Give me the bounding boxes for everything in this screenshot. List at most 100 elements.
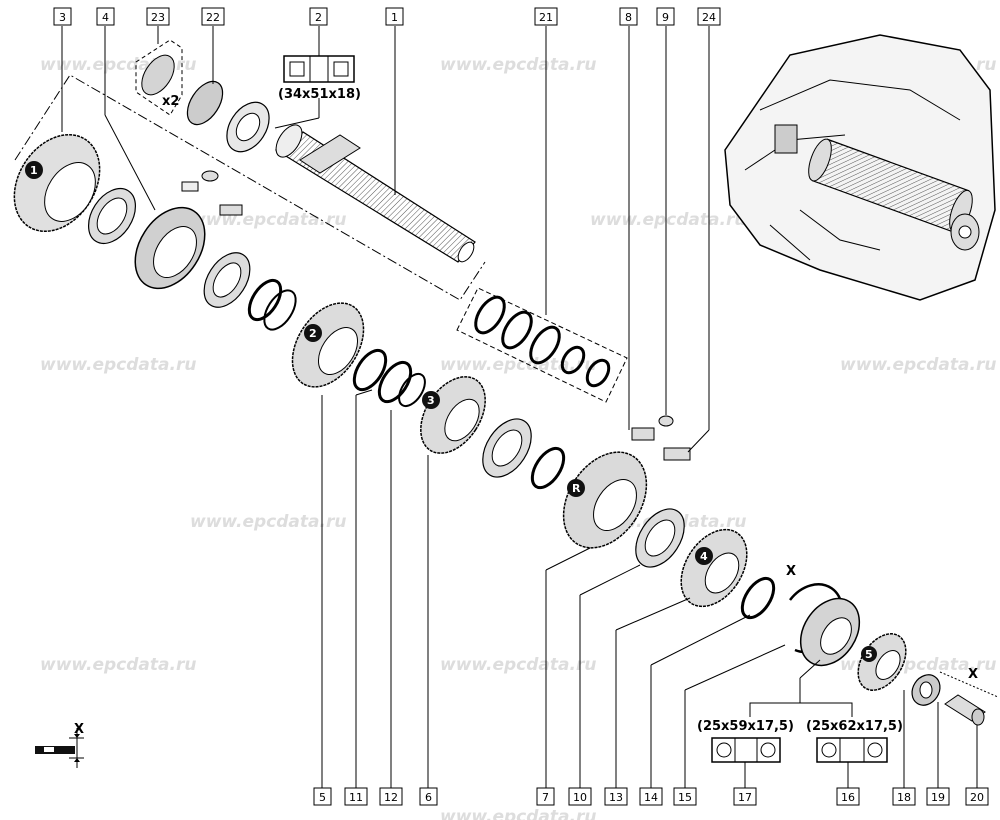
callout-18: 18 bbox=[892, 787, 916, 806]
marker-x-lower: X bbox=[968, 667, 978, 682]
svg-text:16: 16 bbox=[841, 791, 855, 804]
svg-text:12: 12 bbox=[384, 791, 398, 804]
gear-5: 5 bbox=[857, 633, 907, 691]
gear-3: 3 bbox=[420, 376, 486, 454]
callout-12: 12 bbox=[379, 787, 403, 806]
assembly-axis bbox=[14, 74, 486, 301]
watermark: www.epcdata.ru bbox=[440, 355, 596, 375]
svg-text:19: 19 bbox=[931, 791, 945, 804]
leader-17-16-bracket bbox=[749, 702, 853, 717]
gear-mark-3: 3 bbox=[427, 394, 435, 407]
callout-21: 21 bbox=[534, 7, 558, 26]
watermark: www.epcdata.ru bbox=[440, 655, 596, 675]
callout-16: 16 bbox=[836, 787, 860, 806]
svg-text:21: 21 bbox=[539, 11, 553, 24]
part-11-ring bbox=[352, 348, 388, 392]
circlip bbox=[247, 278, 283, 322]
gear-reverse: R bbox=[562, 451, 648, 549]
svg-text:13: 13 bbox=[609, 791, 623, 804]
callout-11: 11 bbox=[344, 787, 368, 806]
gear-mark-1: 1 bbox=[30, 164, 38, 177]
dimension-part-16: (25x62x17,5) bbox=[806, 719, 903, 734]
svg-text:2: 2 bbox=[315, 11, 322, 24]
callout-19: 19 bbox=[926, 787, 950, 806]
watermark: www.epcdata.ru bbox=[40, 655, 196, 675]
callout-8: 8 bbox=[619, 7, 638, 26]
callout-4: 4 bbox=[96, 7, 115, 26]
callout-15: 15 bbox=[673, 787, 697, 806]
gear-2: 2 bbox=[291, 302, 365, 388]
bearing-symbol-part-17 bbox=[711, 737, 781, 763]
callout-24: 24 bbox=[697, 7, 721, 26]
gear-1: 1 bbox=[13, 133, 101, 233]
svg-text:8: 8 bbox=[625, 11, 632, 24]
callout-6: 6 bbox=[419, 787, 438, 806]
gear-mark-2: 2 bbox=[309, 327, 317, 340]
callout-3: 3 bbox=[53, 7, 72, 26]
gear-mark-R: R bbox=[572, 482, 581, 495]
watermark-layer: www.epcdata.ru www.epcdata.ru www.epcdat… bbox=[40, 55, 996, 820]
svg-text:9: 9 bbox=[662, 11, 669, 24]
svg-text:11: 11 bbox=[349, 791, 363, 804]
callout-22: 22 bbox=[201, 7, 225, 26]
watermark: www.epcdata.ru bbox=[840, 355, 996, 375]
svg-text:22: 22 bbox=[206, 11, 220, 24]
gear-mark-4: 4 bbox=[700, 550, 708, 563]
callout-5: 5 bbox=[313, 787, 332, 806]
svg-text:15: 15 bbox=[678, 791, 692, 804]
multiplier-label: x2 bbox=[162, 94, 179, 109]
part-8-key bbox=[631, 427, 655, 441]
input-shaft bbox=[274, 124, 476, 263]
svg-text:14: 14 bbox=[644, 791, 658, 804]
legend-x-label: X bbox=[74, 722, 84, 737]
svg-text:7: 7 bbox=[542, 791, 549, 804]
part-14-ring bbox=[740, 576, 776, 620]
callout-7: 7 bbox=[536, 787, 555, 806]
torque-legend-icon bbox=[35, 728, 84, 768]
leader-lines bbox=[61, 26, 978, 788]
shim-part-23 bbox=[141, 54, 175, 96]
watermark: www.epcdata.ru bbox=[40, 355, 196, 375]
watermark: www.epcdata.ru bbox=[190, 512, 346, 532]
watermark: www.epcdata.ru bbox=[440, 807, 596, 820]
callout-2: 2 bbox=[309, 7, 328, 26]
watermark: www.epcdata.ru bbox=[440, 55, 596, 75]
callout-17: 17 bbox=[733, 787, 757, 806]
dimension-part-17: (25x59x17,5) bbox=[697, 719, 794, 734]
svg-text:23: 23 bbox=[151, 11, 165, 24]
svg-text:4: 4 bbox=[102, 11, 109, 24]
part-21-group-box bbox=[456, 287, 628, 403]
part-9-spring bbox=[658, 415, 674, 427]
svg-text:10: 10 bbox=[573, 791, 587, 804]
watermark: www.epcdata.ru bbox=[190, 210, 346, 230]
svg-text:6: 6 bbox=[425, 791, 432, 804]
callout-13: 13 bbox=[604, 787, 628, 806]
dimension-part-2: (34x51x18) bbox=[278, 87, 361, 102]
synchro-hub-part-4 bbox=[134, 206, 206, 290]
svg-text:17: 17 bbox=[738, 791, 752, 804]
callout-20: 20 bbox=[965, 787, 989, 806]
gear-4: 4 bbox=[680, 528, 748, 608]
gear-mark-5: 5 bbox=[865, 648, 873, 661]
bearing-part-2 bbox=[226, 101, 270, 153]
nut-part-19 bbox=[911, 674, 941, 706]
callout-9: 9 bbox=[656, 7, 675, 26]
part-24-clip bbox=[663, 447, 691, 461]
gearbox-housing-illustration bbox=[724, 34, 996, 301]
bearing-symbol-part-16 bbox=[816, 737, 888, 763]
svg-text:3: 3 bbox=[59, 11, 66, 24]
svg-text:1: 1 bbox=[391, 11, 398, 24]
svg-text:24: 24 bbox=[702, 11, 716, 24]
callout-23: 23 bbox=[146, 7, 170, 26]
svg-text:18: 18 bbox=[897, 791, 911, 804]
bearing-symbol-part-2 bbox=[283, 55, 355, 83]
shim-part-22 bbox=[186, 80, 224, 126]
callout-10: 10 bbox=[568, 787, 592, 806]
svg-text:20: 20 bbox=[970, 791, 984, 804]
spacer-set-part-21 bbox=[474, 295, 611, 388]
part-23-group-box bbox=[135, 39, 183, 116]
svg-text:5: 5 bbox=[319, 791, 326, 804]
callout-14: 14 bbox=[639, 787, 663, 806]
marker-x-upper: X bbox=[786, 564, 796, 579]
